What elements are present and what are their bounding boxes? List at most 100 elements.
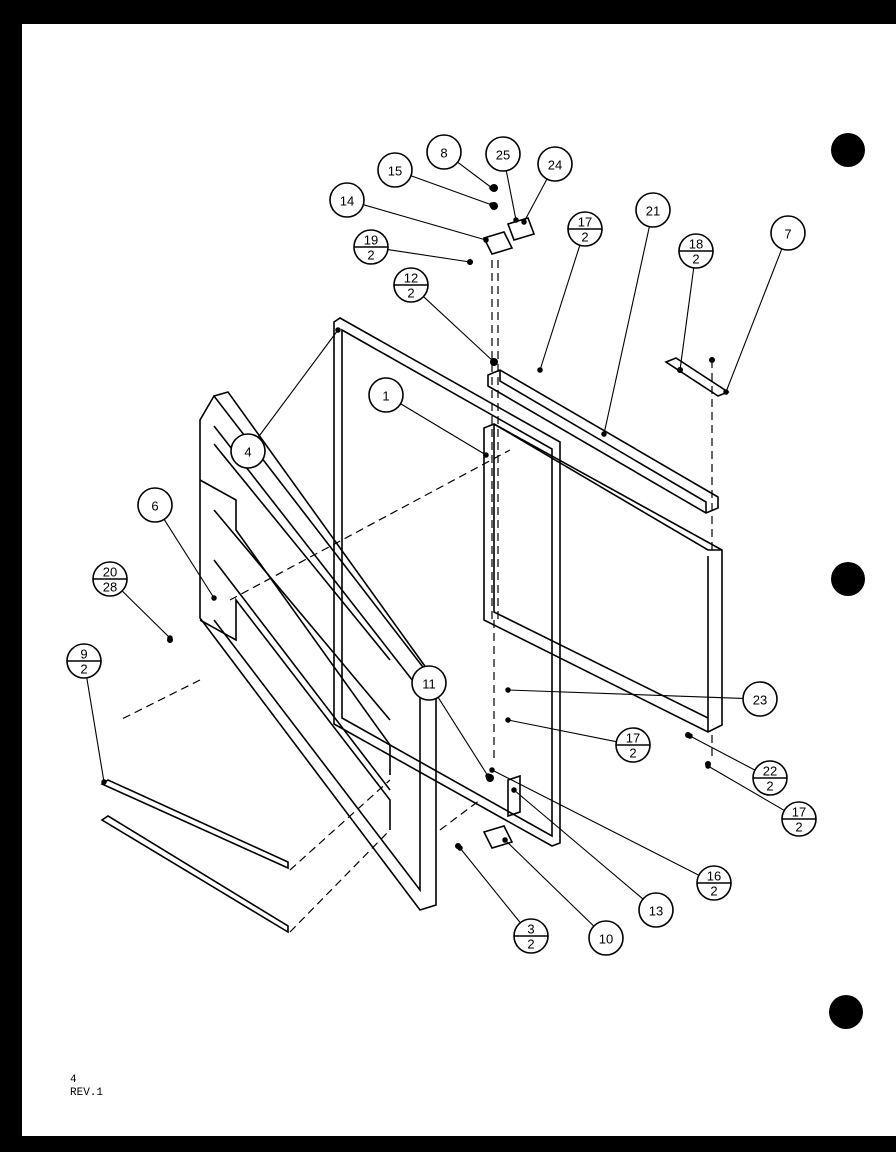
callout-numerator: 20: [103, 565, 117, 580]
callout-number: 7: [784, 227, 791, 242]
callout-circle: [588, 920, 624, 956]
callout-denominator: 2: [80, 662, 87, 677]
leader-arrow-c9: [101, 779, 107, 785]
bottom-hinge: [482, 825, 514, 849]
callout-c1: 1: [368, 377, 404, 413]
callout-number: 25: [496, 148, 510, 163]
leader-line-c15: [410, 175, 493, 206]
leader-arrow-c25: [513, 217, 519, 223]
callout-numerator: 9: [80, 647, 87, 662]
leader-line-c12: [423, 296, 495, 363]
callout-numerator: 17: [626, 731, 640, 746]
binder-hole-middle: [831, 562, 865, 596]
leader-arrow-c15: [489, 202, 495, 208]
leader-arrow-c12: [491, 359, 497, 365]
callout-numerator: 12: [404, 271, 418, 286]
callout-c15: 15: [377, 152, 413, 188]
outer-door-panel: [483, 423, 723, 733]
footer-page-number: 4: [70, 1074, 77, 1086]
callout-denominator: 2: [527, 937, 534, 952]
callout-c13: 13: [638, 892, 674, 928]
leader-line-c21: [603, 226, 650, 435]
callout-number: 6: [151, 499, 158, 514]
callout-number: 1: [382, 389, 389, 404]
hinge-bracket: [507, 774, 521, 818]
leader-arrow-c10: [502, 837, 508, 843]
callout-denominator: 2: [710, 884, 717, 899]
leader-line-c25: [505, 170, 517, 221]
callout-circle: [137, 487, 173, 523]
leader-arrow-c13: [511, 787, 517, 793]
callout-number: 23: [753, 693, 767, 708]
callout-circle: [770, 215, 806, 251]
callout-numerator: 22: [763, 764, 777, 779]
callout-circle: [742, 681, 778, 717]
leader-line-c16: [491, 769, 700, 876]
callout-layer: 1324678921011122131415162172172172182192…: [66, 134, 817, 956]
leader-arrow-c17a: [537, 367, 543, 373]
callout-c17c: 172: [781, 801, 817, 837]
callout-denominator: 2: [407, 286, 414, 301]
shelf-bar-lower: [100, 815, 289, 934]
callout-c9: 92: [66, 643, 102, 679]
leader-arrow-c6: [211, 595, 217, 601]
callout-numerator: 18: [689, 237, 703, 252]
leader-line-c13: [513, 789, 644, 900]
callout-numerator: 17: [792, 805, 806, 820]
callout-c17a: 172: [567, 211, 603, 247]
leader-line-c22: [689, 735, 756, 771]
leader-arrow-c18: [677, 367, 683, 373]
callout-numerator: 3: [527, 922, 534, 937]
hinge-plate: [506, 217, 536, 241]
callout-circle: [368, 377, 404, 413]
leader-line-c20: [121, 590, 171, 639]
callout-c3: 32: [513, 918, 549, 954]
leader-line-c14: [363, 204, 487, 241]
callout-number: 21: [646, 204, 660, 219]
callout-c14: 14: [329, 182, 365, 218]
leader-line-c8: [457, 161, 493, 189]
outer-door-inner-edge: [493, 424, 709, 732]
leader-line-c6: [163, 519, 215, 599]
leader-arrow-c19: [467, 259, 473, 265]
leader-arrow-c1: [483, 452, 489, 458]
callout-circle: [426, 134, 462, 170]
callout-denominator: 2: [766, 779, 773, 794]
callout-denominator: 2: [581, 230, 588, 245]
leader-line-c17b: [507, 719, 617, 743]
leader-arrow-c21: [601, 431, 607, 437]
callout-number: 8: [440, 146, 447, 161]
shelf-bar-upper: [100, 779, 289, 870]
leader-line-c4: [257, 329, 339, 438]
leader-line-c11: [437, 697, 489, 777]
callout-c7: 7: [770, 215, 806, 251]
callout-circle: [230, 433, 266, 469]
leader-arrow-c23: [505, 687, 511, 693]
callout-number: 13: [649, 904, 663, 919]
callout-numerator: 17: [578, 215, 592, 230]
callout-circle: [537, 146, 573, 182]
bracket: [664, 357, 730, 397]
callout-c16: 162: [696, 865, 732, 901]
callout-c11: 11: [411, 665, 447, 701]
binder-hole-bottom: [829, 995, 863, 1029]
leader-arrow-c8: [489, 185, 495, 191]
callout-c6: 6: [137, 487, 173, 523]
leader-arrow-c7: [723, 389, 729, 395]
parts-linework: [100, 217, 730, 934]
drawing-sheet: [22, 24, 896, 1136]
callout-denominator: 2: [629, 746, 636, 761]
leader-line-c19: [387, 249, 471, 263]
callout-c22: 222: [752, 760, 788, 796]
leader-line-c17c: [707, 765, 785, 811]
leader-arrow-c16: [489, 767, 495, 773]
leader-arrow-c11: [485, 773, 491, 779]
callout-number: 4: [244, 445, 251, 460]
leader-arrow-c14: [483, 237, 489, 243]
leader-arrow-c4: [335, 327, 341, 333]
callout-numerator: 16: [707, 869, 721, 884]
leader-line-c3: [459, 847, 521, 924]
callout-c4: 4: [230, 433, 266, 469]
